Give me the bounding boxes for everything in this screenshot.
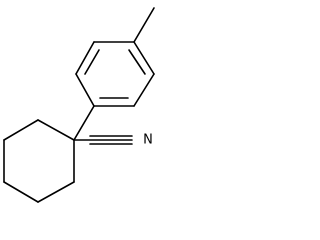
bond-aromatic-5 xyxy=(133,73,155,107)
bond-aromatic-inner-1 xyxy=(84,49,100,75)
bonds xyxy=(3,7,155,203)
bond-aromatic-4 xyxy=(133,41,155,75)
bond-ring-2 xyxy=(3,119,39,141)
bond-methyl xyxy=(133,7,155,43)
bond-ring-1 xyxy=(37,119,75,141)
molecule-structure: N xyxy=(3,7,155,203)
bond-ring-5 xyxy=(37,181,75,203)
bond-ring-4 xyxy=(3,181,39,203)
bond-aromatic-1 xyxy=(75,73,95,107)
bond-aromatic-inner-2 xyxy=(128,49,146,75)
bond-aromatic-2 xyxy=(75,41,95,75)
nitrogen-label: N xyxy=(143,133,153,148)
bond-aryl-cyclohexyl xyxy=(73,105,95,141)
